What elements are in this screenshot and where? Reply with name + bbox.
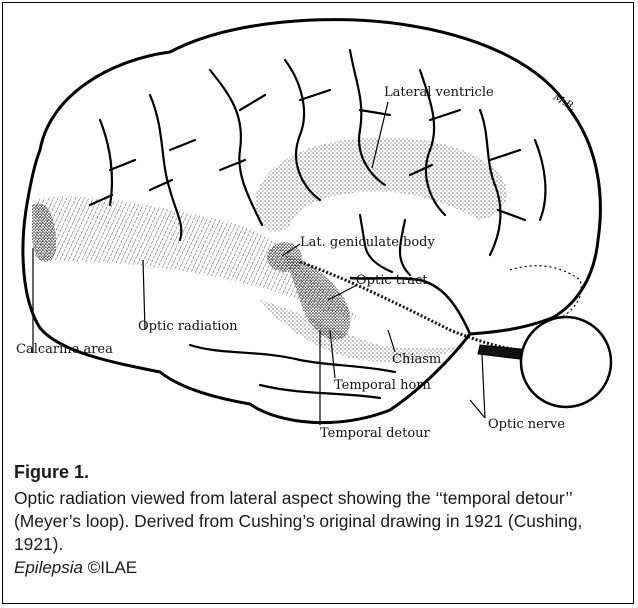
caption-text: Optic radiation viewed from lateral aspe… xyxy=(14,487,622,556)
figure-title: Figure 1. xyxy=(14,461,622,483)
publisher-name: ILAE xyxy=(100,558,137,577)
brain-illustration xyxy=(0,0,638,460)
label-optic-nerve: Optic nerve xyxy=(488,418,565,431)
label-optic-tract: Optic tract xyxy=(356,274,427,287)
copyright-line: Epilepsia ©ILAE xyxy=(14,556,622,579)
eye-globe xyxy=(521,317,611,407)
label-lat-geniculate-body: Lat. geniculate body xyxy=(300,236,435,249)
journal-name: Epilepsia xyxy=(14,558,83,577)
label-chiasm: Chiasm xyxy=(392,353,441,366)
label-calcarine-area: Calcarine area xyxy=(16,343,113,356)
copyright-symbol: © xyxy=(88,558,101,577)
figure-caption: Figure 1. Optic radiation viewed from la… xyxy=(14,461,622,579)
label-temporal-detour: Temporal detour xyxy=(320,427,430,440)
label-temporal-horn: Temporal horn xyxy=(334,379,431,392)
label-lateral-ventricle: Lateral ventricle xyxy=(384,86,494,99)
label-optic-radiation: Optic radiation xyxy=(138,320,238,333)
